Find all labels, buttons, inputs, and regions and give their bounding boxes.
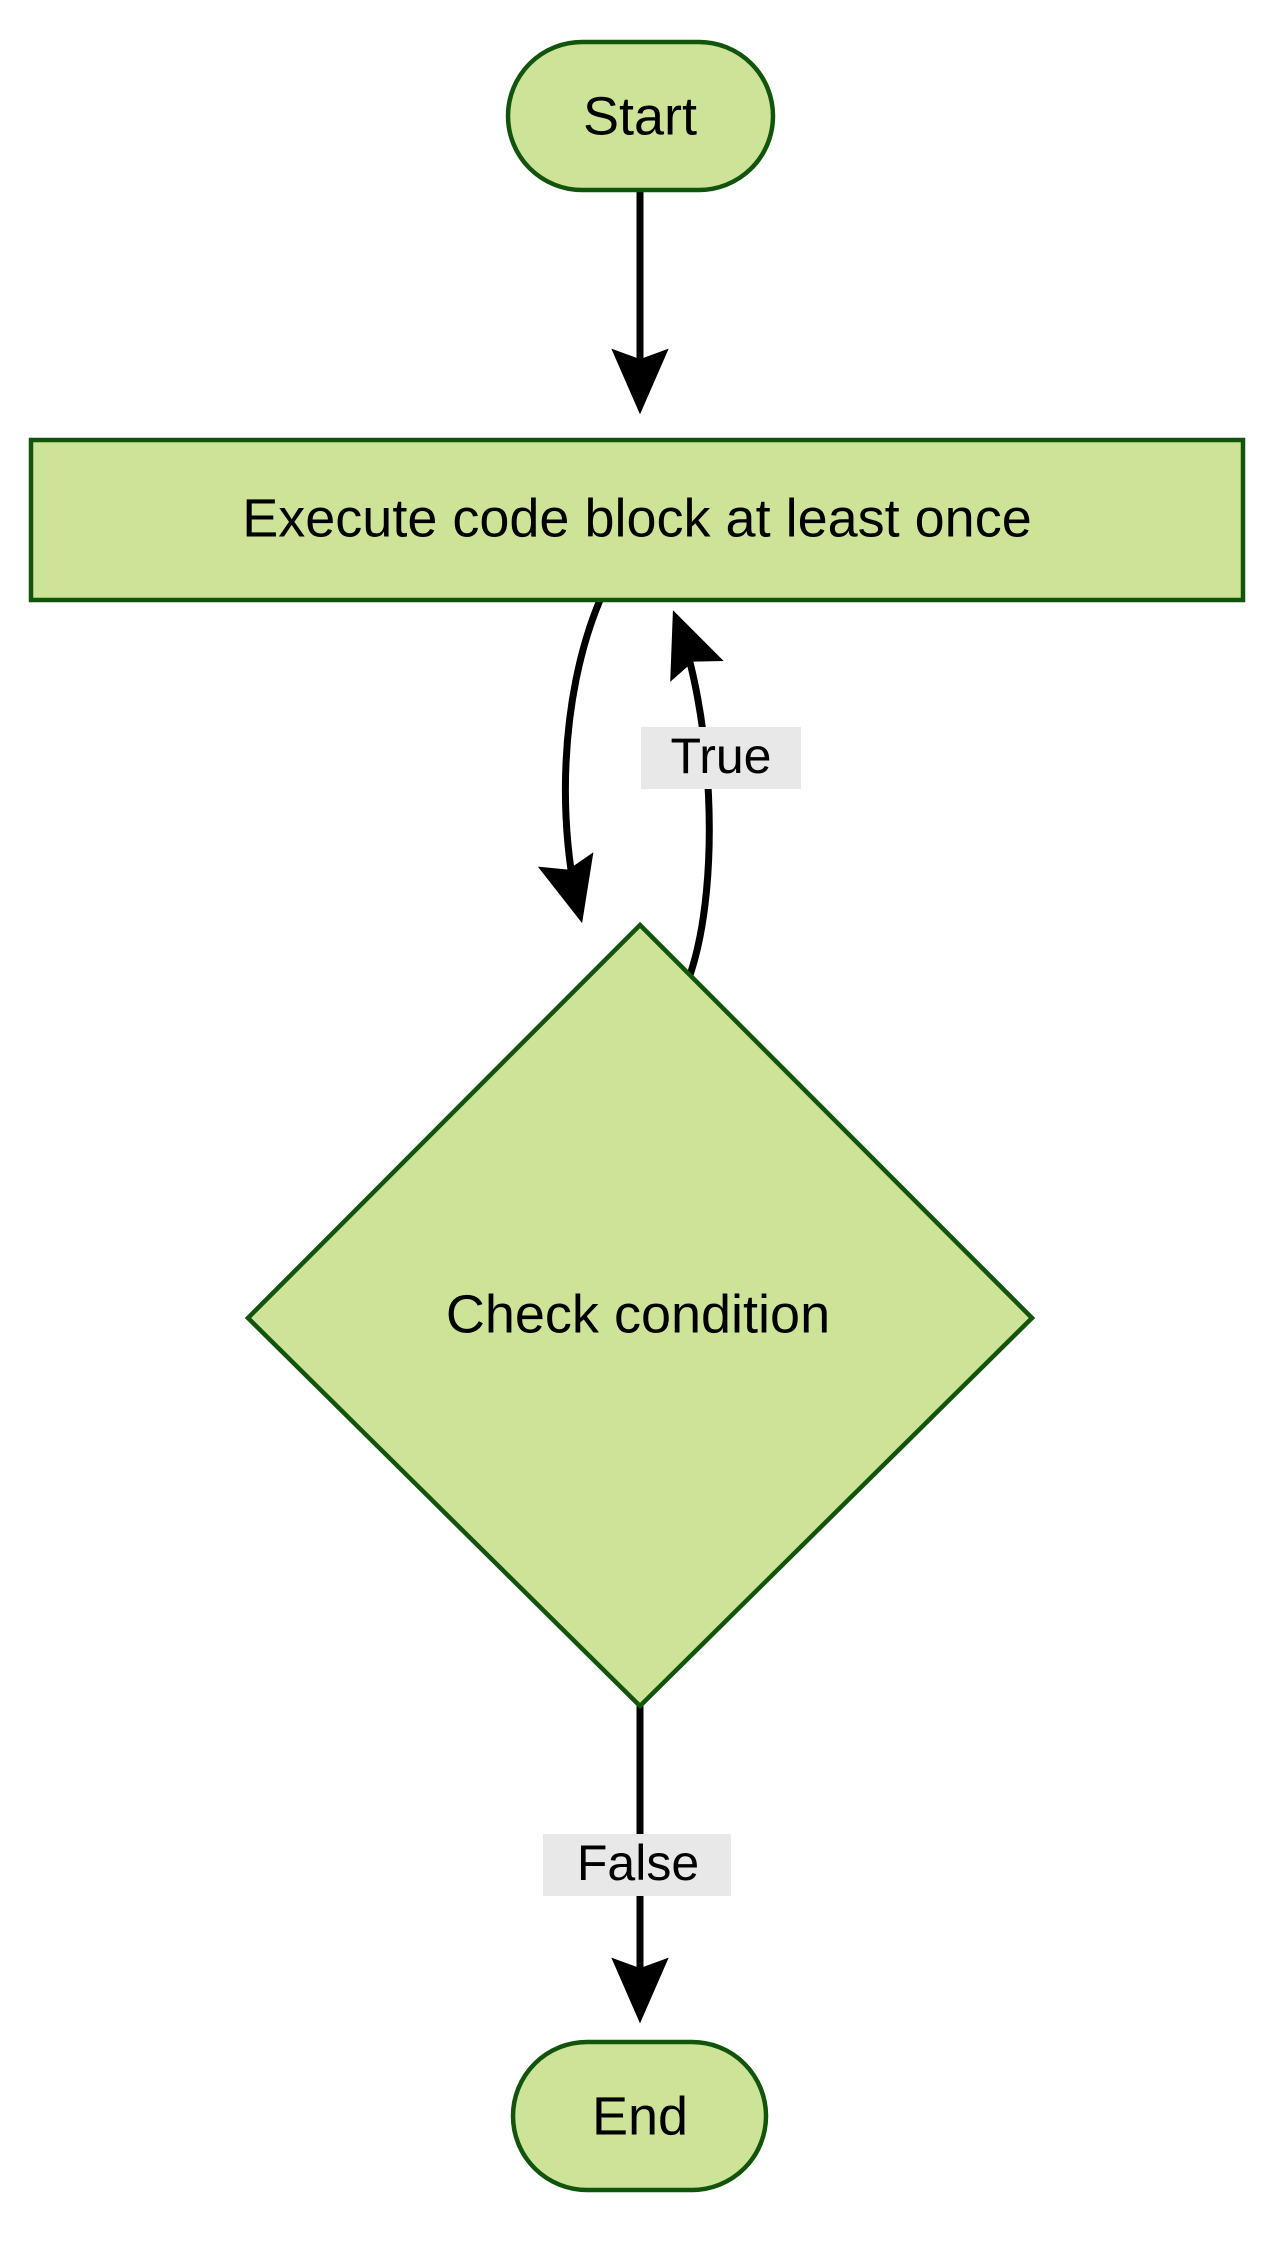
node-condition-label: Check condition	[446, 1284, 830, 1344]
edge-label-false-bg	[543, 1834, 731, 1896]
node-condition[interactable]: Check condition	[244, 921, 1036, 1710]
node-start-label: Start	[583, 86, 697, 146]
node-end-shape[interactable]	[510, 2039, 769, 2193]
edge-label-false: False	[543, 1834, 731, 1896]
edge-label-true-text: True	[671, 728, 772, 784]
node-condition-shape[interactable]	[244, 921, 1036, 1710]
edge-path	[537, 598, 604, 924]
edge-condition-to-execute	[670, 610, 724, 977]
edge-label-false-text: False	[577, 1835, 699, 1891]
node-end-label: End	[592, 2086, 688, 2146]
node-start-shape[interactable]	[505, 39, 776, 193]
node-execute[interactable]: Execute code block at least once	[28, 437, 1246, 603]
edge-execute-to-condition	[537, 598, 604, 924]
edge-label-true: True	[641, 727, 801, 789]
node-start[interactable]: Start	[505, 39, 776, 193]
node-end[interactable]: End	[510, 2039, 769, 2193]
node-execute-label: Execute code block at least once	[242, 488, 1032, 548]
node-execute-shape[interactable]	[28, 437, 1246, 603]
edge-path	[670, 610, 724, 977]
edge-label-true-bg	[641, 727, 801, 789]
